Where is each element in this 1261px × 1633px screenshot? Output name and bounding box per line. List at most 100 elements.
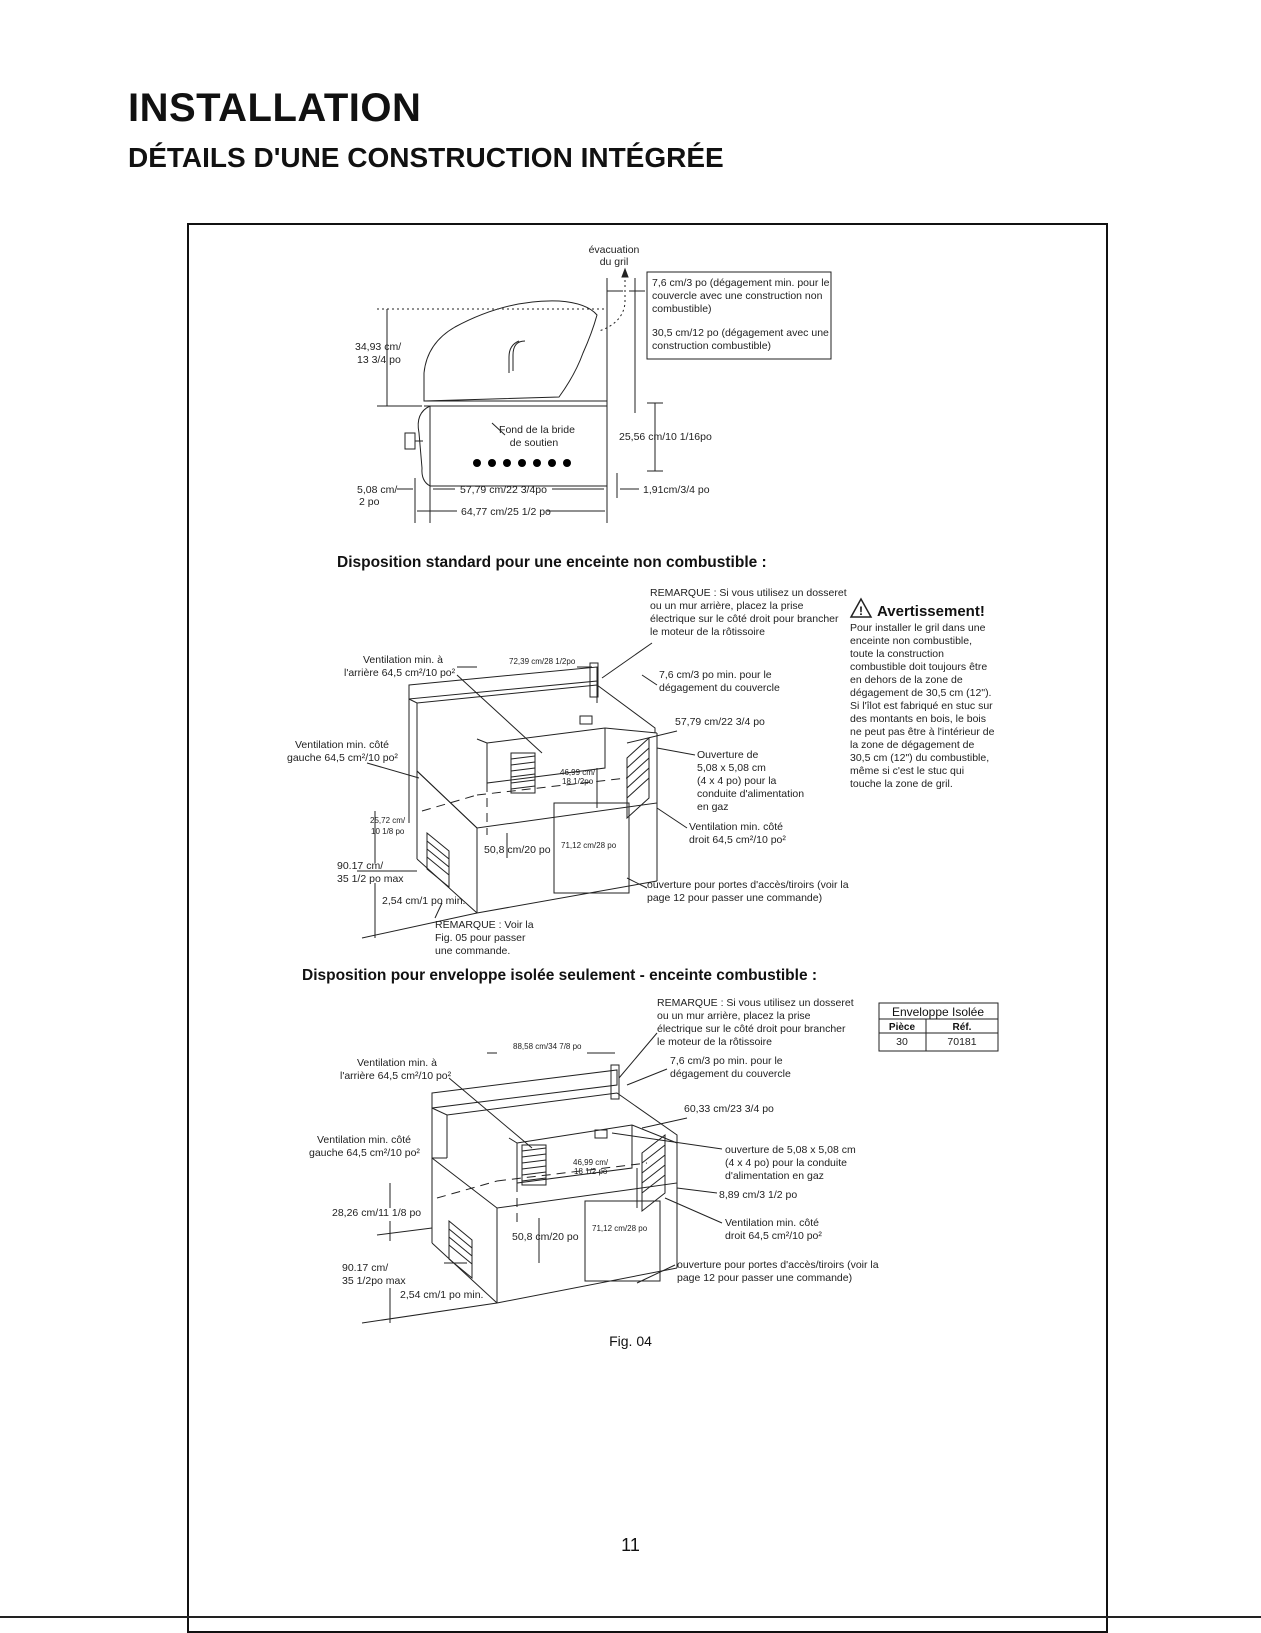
s2-right-vent: [641, 1133, 666, 1213]
clearance-note-2: couvercle avec une construction non: [652, 290, 823, 302]
grill-front: [417, 405, 431, 487]
warning-line: des montants en bois, le bois: [850, 713, 986, 725]
warning-title: Avertissement!: [877, 603, 985, 620]
exhaust-arrow: [598, 275, 626, 332]
s1-min-label: 2,54 cm/1 po min.: [382, 895, 465, 907]
s1-gas-opening: [579, 715, 593, 725]
s2-door-note-2: page 12 pour passer une commande): [677, 1272, 852, 1284]
s2-side-label: 8,89 cm/3 1/2 po: [719, 1189, 797, 1201]
s2-inner-2: 18 1/2 po: [574, 1167, 608, 1176]
warning-line: ne peut pas être à l'intérieur de: [850, 726, 995, 738]
s1-gas-1: Ouverture de: [697, 749, 758, 761]
warning-block: ! Avertissement! Pour installer le gril …: [849, 597, 995, 790]
s1-vent-rear-1: Ventilation min. à: [363, 654, 443, 666]
s2-total-h-2: 35 1/2po max: [342, 1275, 406, 1287]
s1-rear-vent: [510, 752, 536, 794]
installation-figure: évacuation du gril 7,6 cm/3 po (dégageme…: [287, 244, 999, 1324]
right-dim-label: 1,91cm/3/4 po: [643, 484, 710, 496]
s1-note-top-2: ou un mur arrière, placez la prise: [650, 600, 804, 612]
warning-line: toute la construction: [850, 648, 944, 660]
exhaust-label-2: du gril: [600, 256, 629, 268]
s1-lid-clear-1: 7,6 cm/3 po min. pour le: [659, 669, 772, 681]
warning-line: la zone de dégagement de: [850, 739, 975, 751]
s2-vent-right-2: droit 64,5 cm²/10 po²: [725, 1230, 822, 1242]
s2-vent-rear-2: l'arrière 64,5 cm²/10 po²: [340, 1070, 452, 1082]
height-label-1: 34,93 cm/: [355, 341, 401, 353]
height-label-2: 13 3/4 po: [357, 354, 401, 366]
lid-handle: [512, 340, 526, 371]
table-header-piece: Pièce: [889, 1022, 916, 1033]
s2-door-opening: [584, 1200, 661, 1282]
s1-door-note-1: ouverture pour portes d'accès/tiroirs (v…: [647, 879, 849, 891]
s2-door-h: 50,8 cm/20 po: [512, 1231, 579, 1243]
section2-heading: Disposition pour enveloppe isolée seulem…: [302, 967, 817, 984]
s1-inner-1: 46,99 cm/: [560, 768, 596, 777]
s2-width-label: 88,58 cm/34 7/8 po: [513, 1042, 582, 1051]
warning-line: 30,5 cm (12") du combustible,: [850, 752, 989, 764]
s1-vent-left-1: Ventilation min. côté: [295, 739, 389, 751]
s1-door-h: 50,8 cm/20 po: [484, 844, 551, 856]
s1-width-label: 72,39 cm/28 1/2po: [509, 657, 576, 666]
s1-vent-right-1: Ventilation min. côté: [689, 821, 783, 833]
s2-rear-vent: [521, 1144, 547, 1186]
width-outer-label: 64,77 cm/25 1/2 po: [461, 506, 551, 518]
table-cell-ref: 70181: [947, 1036, 976, 1048]
table-cell-piece: 30: [896, 1036, 908, 1048]
s1-left-vent: [426, 831, 450, 889]
s1-lid-clear-2: dégagement du couvercle: [659, 682, 780, 694]
s2-note-top-3: électrique sur le côté droit pour branch…: [657, 1023, 846, 1035]
s2-gas-2: (4 x 4 po) pour la conduite: [725, 1157, 847, 1169]
control-knob: [404, 432, 416, 450]
warning-line: enceinte non combustible,: [850, 635, 972, 647]
clearance-note-4: 30,5 cm/12 po (dégagement avec une: [652, 327, 829, 339]
s2-gas-1: ouverture de 5,08 x 5,08 cm: [725, 1144, 856, 1156]
s1-note-bottom-2: Fig. 05 pour passer: [435, 932, 526, 944]
depth-label: 25,56 cm/10 1/16po: [619, 431, 712, 443]
page-subtitle: DÉTAILS D'UNE CONSTRUCTION INTÉGRÉE: [128, 142, 724, 173]
grill-lid: [423, 300, 598, 402]
section2-enclosure-drawing: [361, 1032, 723, 1324]
warning-line: même si c'est le stuc qui: [850, 765, 964, 777]
parts-table: Enveloppe Isolée Pièce Réf. 30 70181: [878, 1002, 999, 1052]
left-dim-2: 2 po: [359, 496, 380, 508]
section1-heading: Disposition standard pour une enceinte n…: [337, 554, 767, 571]
s1-note-bottom-3: une commande.: [435, 945, 510, 957]
s2-note-top-1: REMARQUE : Si vous utilisez un dosseret: [657, 997, 854, 1009]
s2-lid-clear-2: dégagement du couvercle: [670, 1068, 791, 1080]
page-title: INSTALLATION: [128, 86, 422, 130]
flange-leader: [491, 422, 506, 436]
s1-gas-5: en gaz: [697, 801, 729, 813]
table-header-ref: Réf.: [953, 1022, 972, 1033]
grill-body: [429, 405, 608, 487]
s2-lid-clear-1: 7,6 cm/3 po min. pour le: [670, 1055, 783, 1067]
s1-door-w: 71,12 cm/28 po: [561, 841, 617, 850]
table-title: Enveloppe Isolée: [892, 1005, 984, 1019]
s1-note-top-4: le moteur de la rôtissoire: [650, 626, 765, 638]
s1-h1-2: 10 1/8 po: [371, 827, 405, 836]
left-dim-1: 5,08 cm/: [357, 484, 397, 496]
s1-h1-1: 25,72 cm/: [370, 816, 406, 825]
s2-backsplash: [431, 1069, 618, 1109]
s2-gas-opening: [594, 1129, 608, 1139]
bottom-rule: [0, 1616, 1261, 1618]
clearance-note-box: [646, 271, 832, 360]
warning-line: touche la zone de gril.: [850, 778, 953, 790]
s1-gas-4: conduite d'alimentation: [697, 788, 804, 800]
exhaust-arrowhead: [621, 267, 629, 278]
flange-label-1: Fond de la bride: [499, 424, 575, 436]
s2-total-h-1: 90.17 cm/: [342, 1262, 388, 1274]
clearance-note-1: 7,6 cm/3 po (dégagement min. pour le: [652, 277, 830, 289]
s1-right-vent: [626, 736, 650, 820]
s2-note-top-2: ou un mur arrière, placez la prise: [657, 1010, 811, 1022]
section1-text: REMARQUE : Si vous utilisez un dosseret …: [287, 587, 849, 957]
s2-note-top-4: le moteur de la rôtissoire: [657, 1036, 772, 1048]
s1-note-top-1: REMARQUE : Si vous utilisez un dosseret: [650, 587, 847, 599]
warning-exclamation-icon: !: [859, 604, 863, 618]
clearance-note-5: construction combustible): [652, 340, 771, 352]
s2-left-vent: [448, 1219, 473, 1280]
s1-gas-3: (4 x 4 po) pour la: [697, 775, 777, 787]
s2-depth-label: 60,33 cm/23 3/4 po: [684, 1103, 774, 1115]
s1-note-bottom-1: REMARQUE : Voir la: [435, 919, 534, 931]
clearance-note-3: combustible): [652, 303, 712, 315]
s1-door-opening: [553, 802, 630, 894]
